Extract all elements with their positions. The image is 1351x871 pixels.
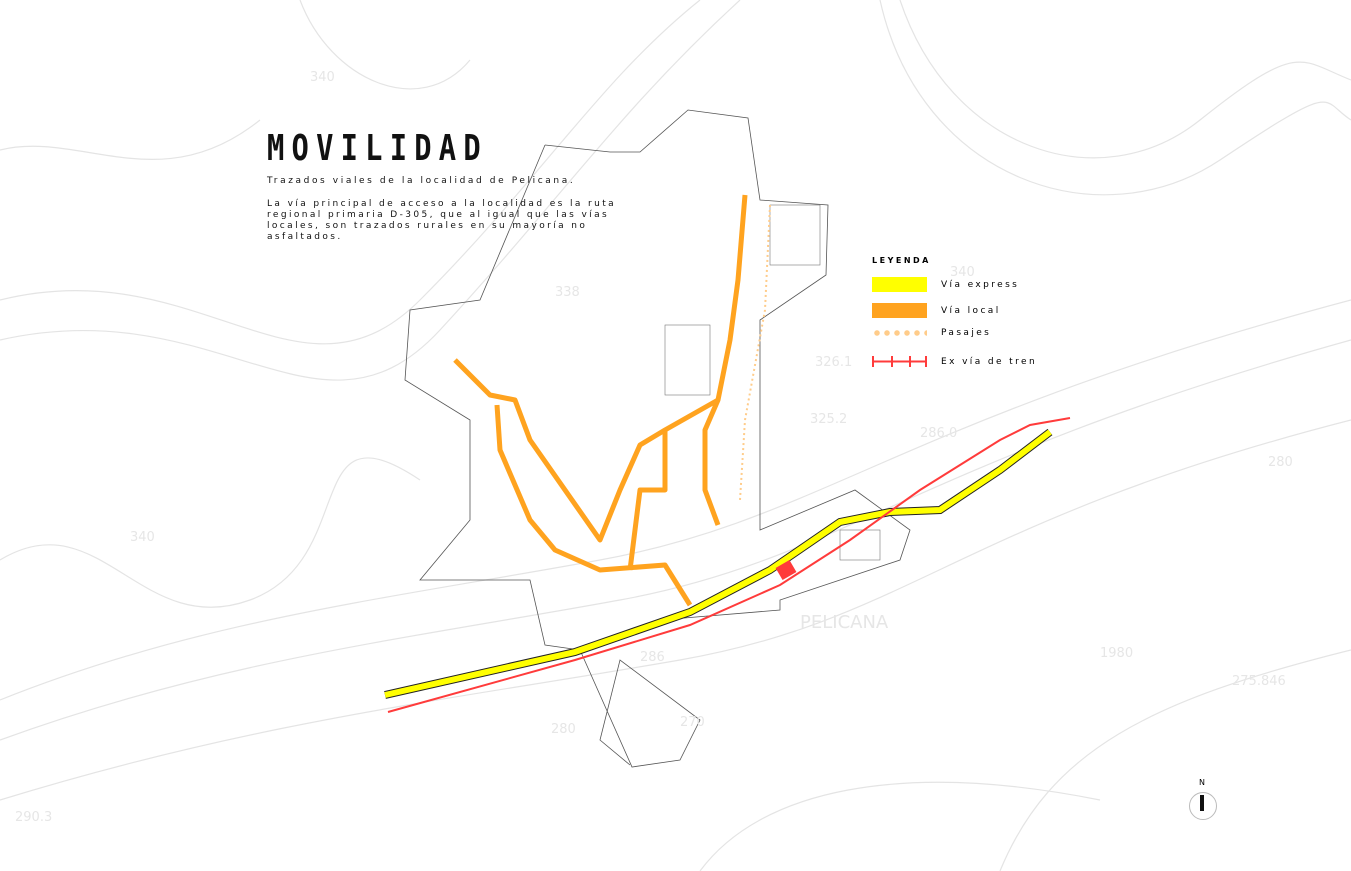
legend-label: Vía express (941, 279, 1020, 290)
contour-label: 280 (551, 722, 576, 737)
legend-item-via-local: Vía local (872, 303, 1001, 318)
north-needle-icon (1200, 795, 1204, 811)
contour-label: 340 (130, 530, 155, 545)
legend-item-via-express: Vía express (872, 277, 1019, 292)
via-local-road (702, 194, 748, 526)
via-local-road (627, 430, 668, 571)
page-description: La vía principal de acceso a la localida… (267, 199, 617, 242)
contour-label: 286 (640, 650, 665, 665)
place-label: PELICANA (800, 612, 889, 633)
contour-label: 325.2 (810, 412, 848, 427)
pasaje (739, 204, 771, 501)
contour-label: 326.1 (815, 355, 853, 370)
rail-line-icon (872, 356, 927, 367)
contour-label: 340 (950, 265, 975, 280)
yellow-band-icon (872, 277, 927, 292)
legend-label: Vía local (941, 305, 1001, 316)
buildings (664, 204, 881, 561)
contour-label: 340 (310, 70, 335, 85)
contour-label: 338 (555, 285, 580, 300)
contour-label: 290.3 (15, 810, 53, 825)
legend-item-pasajes: Pasajes (872, 328, 991, 338)
legend-label: Ex vía de tren (941, 356, 1038, 367)
north-label: N (1199, 778, 1205, 787)
contour-label: 270 (680, 715, 705, 730)
via-express-road (384, 429, 1052, 698)
contour-label: 1980 (1100, 646, 1134, 661)
contour-label: 280 (1268, 455, 1293, 470)
legend-item-ex-via-tren: Ex vía de tren (872, 354, 1037, 369)
dotted-line-icon (872, 330, 927, 336)
ex-via-tren (387, 417, 1071, 713)
station-building (775, 559, 797, 581)
page-title: MOVILIDAD (267, 128, 488, 169)
orange-band-icon (872, 303, 927, 318)
legend-label: Pasajes (941, 328, 992, 338)
page-subtitle: Trazados viales de la localidad de Pelic… (267, 176, 576, 186)
via-local-road (453, 358, 720, 543)
north-arrow: N (1187, 778, 1217, 822)
contour-label: 286.0 (920, 426, 958, 441)
contour-label: 275.846 (1232, 674, 1286, 689)
legend-title: LEYENDA (872, 256, 931, 265)
compass-circle-icon (1189, 792, 1217, 820)
via-local-road (494, 404, 693, 607)
locality-boundary (404, 109, 911, 768)
